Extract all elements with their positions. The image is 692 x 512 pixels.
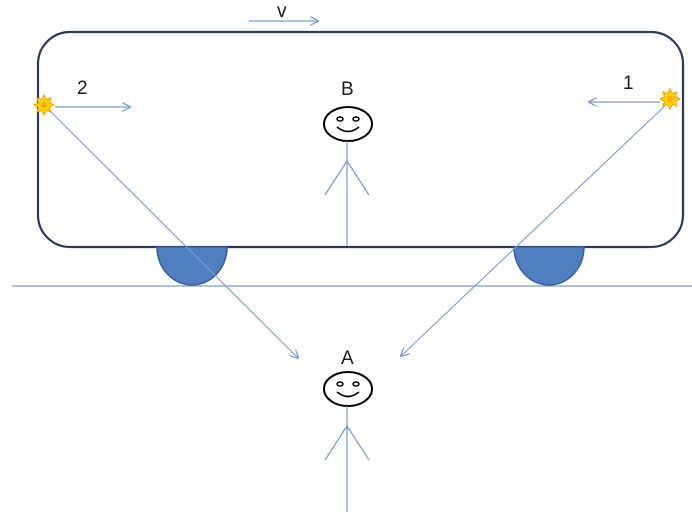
observer-b-arm-right (346, 160, 370, 196)
velocity-label: v (277, 1, 287, 22)
wheel-left (156, 246, 228, 286)
light-ray-right (401, 100, 671, 356)
starburst-icon (658, 87, 682, 111)
starburst-icon (32, 93, 56, 117)
train-car (36, 30, 685, 249)
wheel-right (513, 246, 585, 286)
source-2-label: 2 (77, 78, 88, 99)
light-ray-left (44, 105, 298, 358)
observer-a-label: A (341, 348, 354, 369)
source-1-label: 1 (623, 73, 634, 94)
smiley-face-icon (323, 106, 373, 142)
observer-b: B (323, 79, 373, 246)
smiley-face-icon (323, 371, 373, 407)
observer-a-arm-left (324, 425, 348, 461)
observer-a: A (323, 348, 373, 512)
observer-a-arm-right (346, 425, 370, 461)
observer-b-arm-left (324, 160, 348, 196)
observer-b-label: B (341, 79, 354, 100)
